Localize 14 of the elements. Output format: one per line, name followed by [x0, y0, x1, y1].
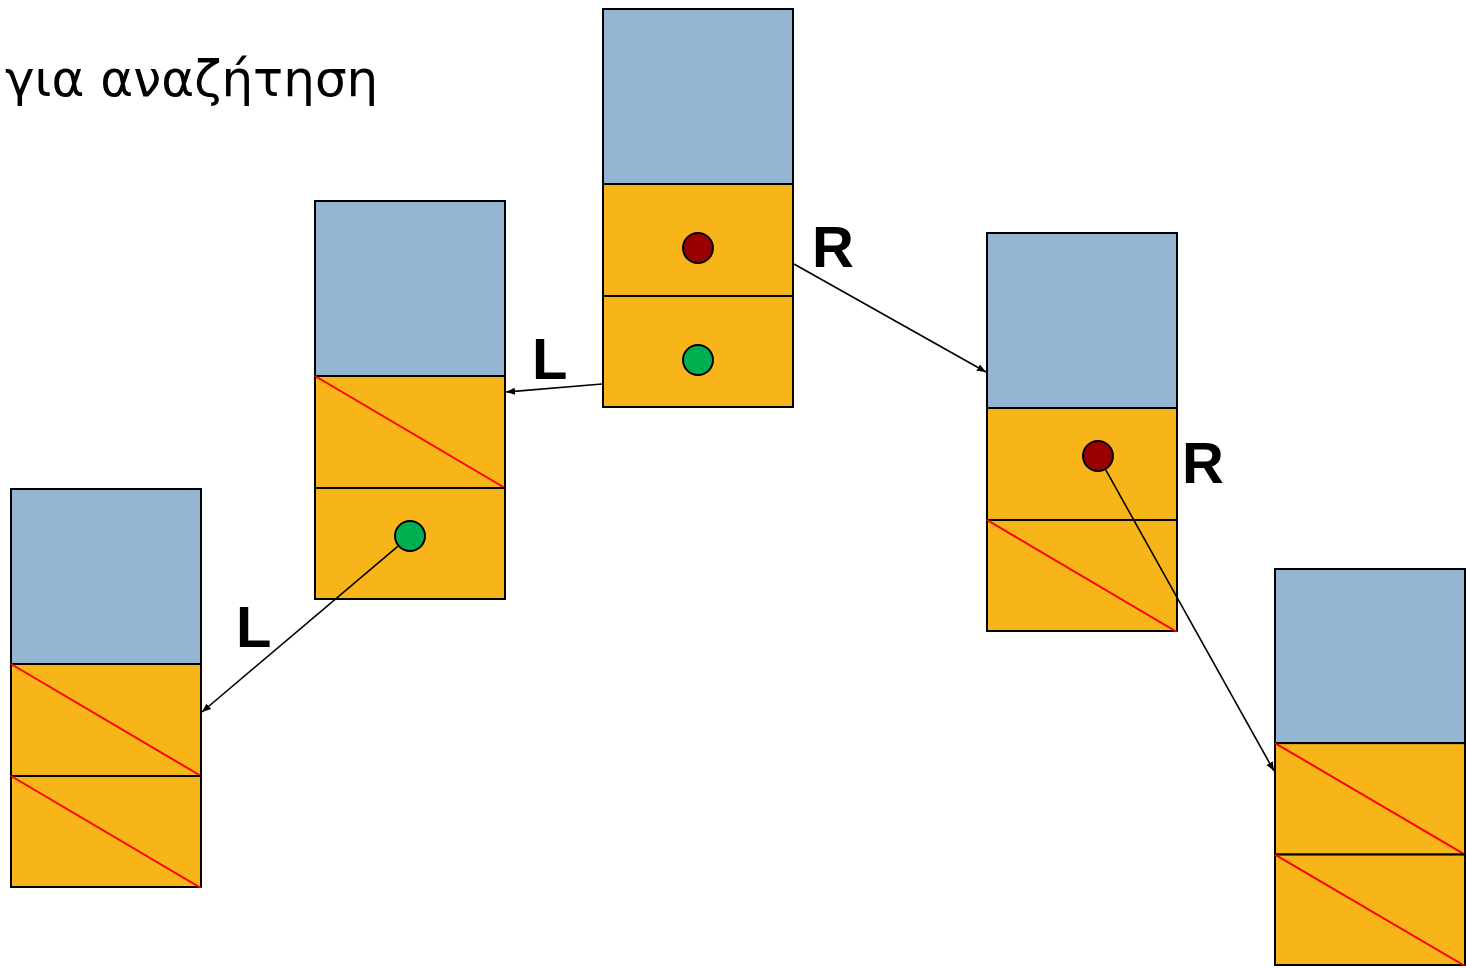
edge-label: R — [812, 218, 854, 276]
arrow — [201, 545, 399, 713]
arrow — [793, 263, 987, 373]
arrow — [505, 383, 603, 395]
heading-text: για αναζήτηση — [5, 50, 379, 108]
tree-node-record — [10, 488, 202, 888]
arrow — [1105, 469, 1275, 772]
edge-label: L — [236, 598, 272, 656]
tree-node-record — [986, 232, 1178, 632]
tree-node-record — [602, 8, 794, 408]
edge-label: L — [532, 330, 568, 388]
edge-label: R — [1182, 434, 1224, 492]
tree-node-record — [1274, 568, 1466, 966]
tree-node-record — [314, 200, 506, 600]
